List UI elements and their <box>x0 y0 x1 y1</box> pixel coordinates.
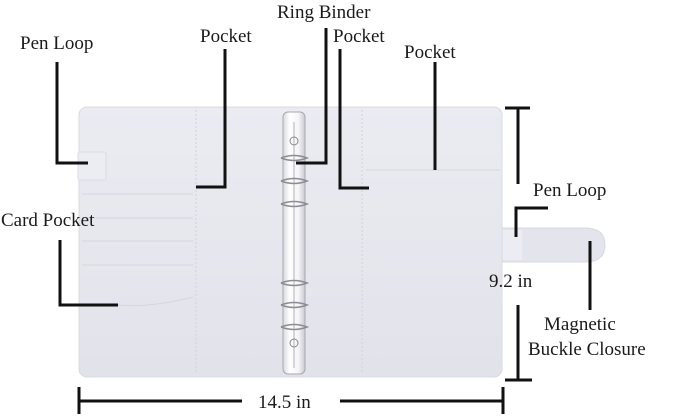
ring <box>280 154 310 162</box>
ring-binder-mechanism <box>280 111 310 375</box>
binder-rings <box>280 154 310 331</box>
width-dimension <box>77 387 505 414</box>
leader-pocket-center <box>338 49 369 190</box>
height-dimension <box>505 106 532 382</box>
label-card-pocket: Card Pocket <box>1 210 95 231</box>
label-magnetic-line2: Buckle Closure <box>528 339 646 360</box>
ring <box>280 323 310 331</box>
leader-pocket-left <box>196 49 227 189</box>
pen-loop-left-shape <box>77 151 107 181</box>
rivet-icon <box>289 338 299 348</box>
ring <box>280 177 310 185</box>
leader-ring-binder <box>296 28 328 165</box>
leader-card-pocket <box>58 240 118 307</box>
label-magnetic-line1: Magnetic <box>544 314 616 335</box>
label-pen-loop-right: Pen Loop <box>533 180 606 201</box>
ring <box>280 279 310 287</box>
ring <box>280 200 310 208</box>
label-width: 14.5 in <box>258 392 311 413</box>
label-pocket-center: Pocket <box>333 26 385 47</box>
leader-lines <box>55 28 592 310</box>
label-ring-binder: Ring Binder <box>277 2 371 23</box>
card-pocket-slots <box>82 193 194 307</box>
label-pocket-right: Pocket <box>404 42 456 63</box>
magnetic-buckle-strap <box>494 227 606 263</box>
ring <box>280 301 310 309</box>
label-pocket-left: Pocket <box>200 26 252 47</box>
label-pen-loop-left: Pen Loop <box>20 33 93 54</box>
pen-loop-right-shape <box>500 230 522 260</box>
rivet-icon <box>289 136 299 146</box>
leader-pen-loop-right <box>514 206 548 237</box>
leader-pen-loop-left <box>55 62 88 165</box>
label-height: 9.2 in <box>489 271 533 292</box>
